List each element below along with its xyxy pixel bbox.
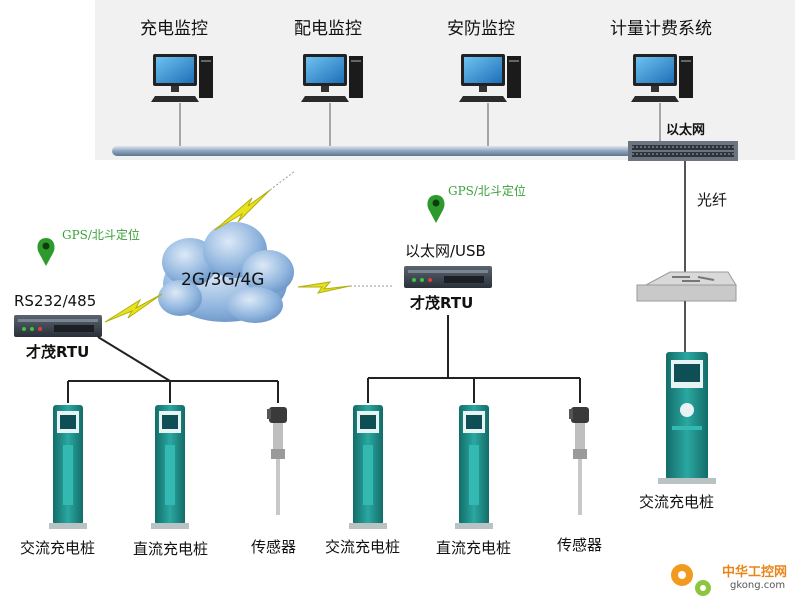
watermark-name: 中华工控网 <box>722 565 788 580</box>
right-dc-charger-icon <box>455 405 493 529</box>
left-gps-label: GPS/北斗定位 <box>62 228 140 242</box>
pc-icon-power-monitor <box>301 54 363 102</box>
ethernet-switch-icon <box>628 141 738 161</box>
left-rtu-interface-label: RS232/485 <box>14 292 97 310</box>
pc-icon-billing-system <box>631 54 693 102</box>
bolt-cloud-to-rtu-right <box>297 281 351 294</box>
label-security-monitor: 安防监控 <box>447 19 515 39</box>
fiber-label: 光纤 <box>697 191 728 209</box>
label-charging-monitor: 充电监控 <box>140 19 208 39</box>
left-rtu-wiring <box>67 336 279 403</box>
label-power-monitor: 配电监控 <box>294 19 362 39</box>
fiber-router-icon <box>636 271 737 302</box>
left-rtu-name: 才茂RTU <box>26 343 90 361</box>
label-billing-system: 计量计费系统 <box>610 19 712 39</box>
right-rtu-wiring <box>367 315 581 403</box>
rtu-device-icon-left <box>14 315 102 337</box>
right-rtu-interface-label: 以太网/USB <box>405 242 486 260</box>
far-right-ac-charger-icon <box>658 352 716 484</box>
watermark-logo-icon <box>671 564 711 596</box>
ethernet-bus <box>112 146 632 156</box>
left-sensor-icon <box>267 407 287 515</box>
gps-pin-icon-left <box>37 238 55 266</box>
cellular-cloud-icon <box>158 222 294 323</box>
left-ac-charger-icon <box>49 405 87 529</box>
bolt-tail-line <box>269 170 296 191</box>
left-sensor-label: 传感器 <box>251 538 297 556</box>
pc-icon-security-monitor <box>459 54 521 102</box>
far-right-ac-charger-label: 交流充电桩 <box>639 493 715 511</box>
pc-drop-lines <box>179 103 661 148</box>
right-gps-label: GPS/北斗定位 <box>448 184 526 198</box>
right-ac-charger-label: 交流充电桩 <box>325 538 401 556</box>
watermark-url: gkong.com <box>730 580 786 591</box>
left-dc-charger-icon <box>151 405 189 529</box>
bolt-cloud-to-rtu-left <box>104 293 163 323</box>
left-dc-charger-label: 直流充电桩 <box>133 540 209 558</box>
right-dc-charger-label: 直流充电桩 <box>436 539 512 557</box>
right-rtu-name: 才茂RTU <box>410 294 474 312</box>
left-ac-charger-label: 交流充电桩 <box>20 539 96 557</box>
rtu-device-icon-right <box>404 266 492 288</box>
pc-icon-charging-monitor <box>151 54 213 102</box>
right-sensor-label: 传感器 <box>557 536 603 554</box>
cloud-label: 2G/3G/4G <box>181 270 265 290</box>
right-sensor-icon <box>569 407 589 515</box>
gps-pin-icon-right <box>427 195 445 223</box>
switch-label: 以太网 <box>666 123 706 138</box>
right-ac-charger-icon <box>349 405 387 529</box>
